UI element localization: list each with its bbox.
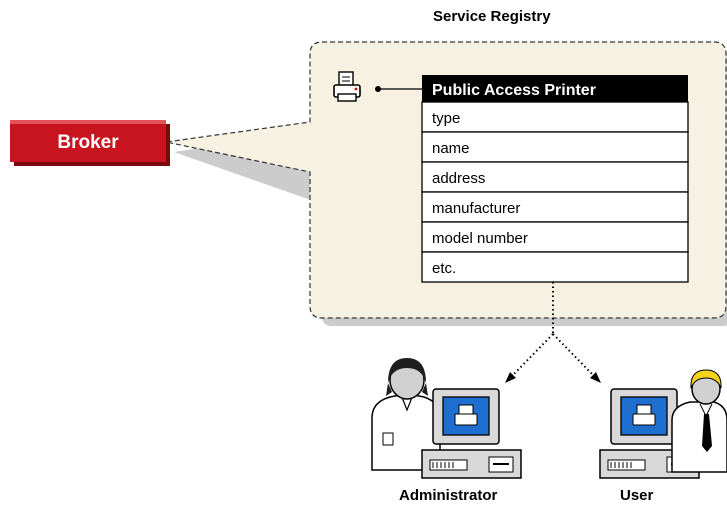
table-row [421, 191, 689, 223]
broker-box[interactable]: Broker [10, 120, 170, 166]
table-row [421, 251, 689, 283]
table-row-label: etc. [432, 260, 456, 277]
user-label: User [620, 487, 654, 504]
printer-icon [333, 71, 361, 102]
user-person-icon [671, 369, 727, 473]
table-row [421, 221, 689, 253]
table-row [421, 101, 689, 133]
table-header-text: Public Access Printer [432, 82, 596, 99]
table-row [421, 131, 689, 163]
table-row-label: model number [432, 230, 528, 247]
table-row-label: name [432, 140, 470, 157]
connector-dot [375, 86, 381, 92]
arrow-right-icon [590, 372, 601, 383]
administrator-label: Administrator [399, 487, 498, 504]
table-row-label: manufacturer [432, 200, 520, 217]
administrator-computer-icon [421, 388, 522, 479]
table-row-label: type [432, 110, 460, 127]
broker-label: Broker [57, 132, 119, 153]
diagram-title: Service Registry [433, 8, 551, 25]
table-row [421, 161, 689, 193]
dotted-connector [505, 282, 601, 383]
registry-table: Public Access Printer type name address man… [421, 75, 689, 283]
table-header [422, 75, 688, 102]
arrow-left-icon [505, 372, 516, 383]
table-row-label: address [432, 170, 485, 187]
